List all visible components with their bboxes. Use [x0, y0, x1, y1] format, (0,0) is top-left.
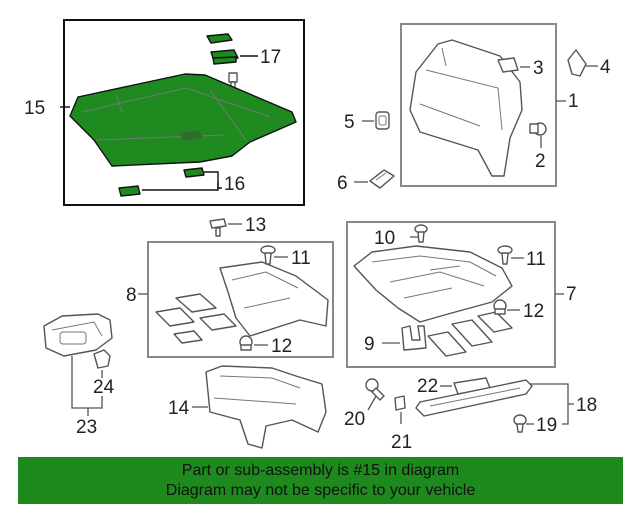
- part-3-clip: [497, 57, 519, 73]
- part-19-clip: [513, 414, 527, 433]
- callout-6: 6: [337, 173, 348, 194]
- callout-11-left: 11: [291, 248, 311, 269]
- info-banner: Part or sub-assembly is #15 in diagram D…: [18, 457, 623, 504]
- part-20-bolt: [365, 378, 385, 401]
- callout-13: 13: [245, 215, 266, 236]
- group-1-box: [400, 23, 557, 187]
- part-1-side-trim: [409, 39, 523, 177]
- callout-9: 9: [364, 334, 375, 355]
- callout-18: 18: [576, 395, 597, 416]
- callout-11-right: 11: [526, 249, 546, 270]
- part-14-box: [192, 365, 327, 449]
- part-12-nut-right: [493, 299, 507, 315]
- part-6-bracket: [354, 169, 395, 189]
- callout-7: 7: [566, 284, 577, 305]
- part-8-storage-box: [219, 261, 329, 337]
- part-10-pin: [414, 224, 428, 243]
- part-12-nut-left: [239, 335, 253, 351]
- part-2-fastener: [529, 122, 547, 136]
- callout-15: 15: [24, 98, 45, 119]
- group-7-box: [346, 221, 556, 368]
- banner-line-1: Part or sub-assembly is #15 in diagram: [181, 462, 460, 479]
- callout-20: 20: [344, 409, 365, 430]
- part-16-clip: [118, 167, 205, 197]
- callout-3: 3: [533, 58, 544, 79]
- part-24-clip: [93, 349, 111, 369]
- part-13-clip: [209, 218, 242, 237]
- callout-1: 1: [568, 91, 579, 112]
- callout-21: 21: [391, 432, 412, 453]
- part-17-clip: [206, 33, 239, 65]
- part-5-grommet: [362, 111, 390, 130]
- part-7-storage-tray: [353, 245, 513, 323]
- banner-line-2: Diagram may not be specific to your vehi…: [165, 482, 476, 499]
- callout-16: 16: [224, 174, 245, 195]
- callout-2: 2: [535, 151, 546, 172]
- callout-17: 17: [260, 47, 281, 68]
- callout-12-left: 12: [271, 336, 292, 357]
- part-18-rail: [415, 379, 533, 417]
- callout-5: 5: [344, 112, 355, 133]
- part-4-clip: [567, 49, 598, 77]
- parts-diagram: 17 16 15 3 2 1 4 5: [24, 19, 611, 453]
- part-9-bracket: [401, 325, 427, 351]
- part-11-pin-right: [497, 245, 513, 265]
- part-21-clip: [394, 395, 406, 411]
- callout-23: 23: [76, 417, 97, 438]
- callout-14: 14: [168, 398, 190, 419]
- callout-19: 19: [536, 415, 557, 436]
- part-15-trunk-tray: [69, 73, 297, 167]
- callout-10: 10: [374, 228, 395, 249]
- group-8-box: [147, 241, 334, 358]
- part-11-pin-left: [260, 245, 276, 265]
- foam-pads: [155, 293, 237, 344]
- part-23-handle: [43, 313, 113, 357]
- foam-pads-right: [427, 311, 513, 357]
- callout-4: 4: [600, 57, 611, 78]
- callout-22: 22: [417, 376, 438, 397]
- callout-12-right: 12: [523, 301, 544, 322]
- callout-24: 24: [93, 377, 115, 398]
- callout-8: 8: [126, 285, 137, 306]
- group-15-box: [60, 19, 305, 206]
